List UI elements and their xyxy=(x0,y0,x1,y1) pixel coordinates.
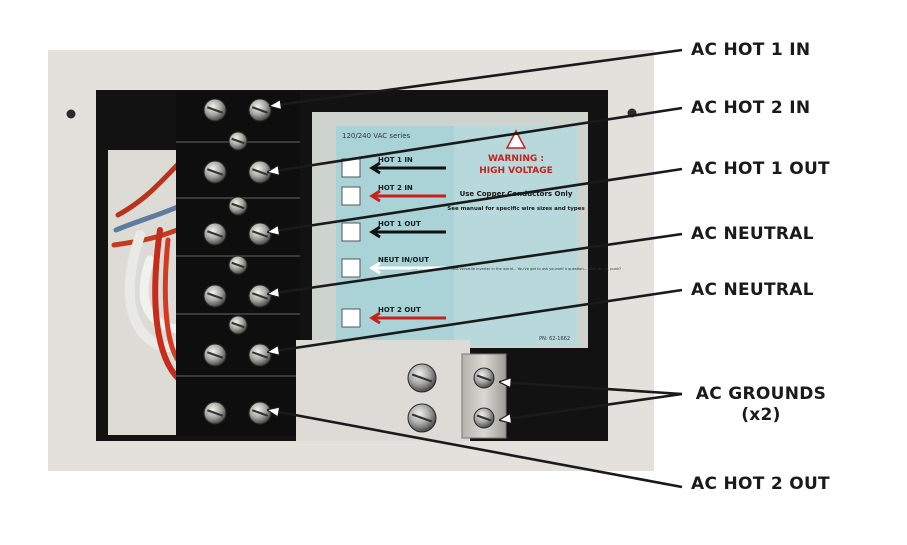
ground-screw-upper-left xyxy=(407,363,437,393)
screw-left-3 xyxy=(203,222,227,246)
screw-center-2 xyxy=(228,196,248,216)
ground-screws xyxy=(407,363,495,433)
leader-ground-2 xyxy=(500,392,683,420)
label-terminal-arrow xyxy=(369,161,446,175)
label-terminal-text: NEUT IN/OUT xyxy=(378,256,429,264)
label-terminal-list: HOT 1 IN HOT 2 IN HOT 1 OUT NEUT IN/OUT HOT … xyxy=(341,156,446,328)
leader-hot1-in xyxy=(270,48,683,106)
callout-ac-grounds: AC GROUNDS (x2) xyxy=(690,384,832,426)
screw-center-3 xyxy=(228,255,248,275)
screw-right-2 xyxy=(248,160,272,184)
leader-ground-1 xyxy=(500,382,683,396)
warning-title: WARNING : xyxy=(488,154,544,164)
label-terminal-text: HOT 1 IN xyxy=(378,156,413,164)
callout-ac-hot-2-out: AC HOT 2 OUT xyxy=(691,474,830,494)
callout-ac-grounds-line1: AC GROUNDS xyxy=(695,384,827,404)
label-manual: See manual for specific wire sizes and t… xyxy=(447,206,585,212)
mounting-hole-left xyxy=(66,109,76,119)
screw-left-1 xyxy=(203,98,227,122)
ground-bracket xyxy=(296,340,470,441)
screw-center-1 xyxy=(228,131,248,151)
leader-neutral-2 xyxy=(268,288,683,352)
enclosure-photo: 120/240 VAC series WARNING : HIGH VOLTAG… xyxy=(48,50,654,471)
screw-right-1 xyxy=(248,98,272,122)
label-terminal-box xyxy=(341,308,361,328)
label-terminal-arrow xyxy=(369,311,446,325)
label-terminal-box xyxy=(341,186,361,206)
label-terminal-arrow xyxy=(369,261,446,275)
callout-ac-hot-1-in: AC HOT 1 IN xyxy=(691,40,811,60)
label-terminal-text: HOT 2 OUT xyxy=(378,306,421,314)
callout-ac-neutral-1: AC NEUTRAL xyxy=(691,224,814,244)
screw-right-5 xyxy=(248,343,272,367)
leader-hot1-out xyxy=(268,167,683,232)
leader-hot2-out xyxy=(268,410,683,489)
ground-screw-lower-left xyxy=(407,403,437,433)
screw-right-4 xyxy=(248,284,272,308)
label-series: 120/240 VAC series xyxy=(342,132,411,140)
callout-ac-grounds-line2: (x2) xyxy=(741,405,781,425)
terminal-screws xyxy=(203,98,272,425)
ground-screw-lower-right xyxy=(473,407,495,429)
screw-center-4 xyxy=(228,315,248,335)
label-terminal-arrow xyxy=(369,225,446,239)
label-terminal-box xyxy=(341,258,361,278)
label-terminal-arrow xyxy=(369,189,446,203)
panel-label: 120/240 VAC series WARNING : HIGH VOLTAG… xyxy=(312,112,621,348)
screw-left-2 xyxy=(203,160,227,184)
callout-ac-neutral-2: AC NEUTRAL xyxy=(691,280,814,300)
ground-screw-upper-right xyxy=(473,367,495,389)
warning-triangle-icon xyxy=(505,129,527,149)
screw-left-4 xyxy=(203,284,227,308)
label-part-number: PN: 62-1662 xyxy=(539,336,570,342)
leader-hot2-in xyxy=(268,106,683,172)
callout-ac-hot-2-in: AC HOT 2 IN xyxy=(691,98,811,118)
leader-neutral-1 xyxy=(268,232,683,294)
leader-lines xyxy=(268,48,683,489)
warning-subtitle: HIGH VOLTAGE xyxy=(479,166,553,176)
label-terminal-box xyxy=(341,158,361,178)
screw-left-5 xyxy=(203,343,227,367)
callout-ac-hot-1-out: AC HOT 1 OUT xyxy=(691,159,830,179)
label-terminal-text: HOT 2 IN xyxy=(378,184,413,192)
screw-right-6 xyxy=(248,401,272,425)
label-terminal-text: HOT 1 OUT xyxy=(378,220,421,228)
screw-right-3 xyxy=(248,222,272,246)
label-terminal-box xyxy=(341,222,361,242)
label-blurb: The 44 Magnum, the most versatile invert… xyxy=(410,267,621,271)
screw-left-6 xyxy=(203,401,227,425)
